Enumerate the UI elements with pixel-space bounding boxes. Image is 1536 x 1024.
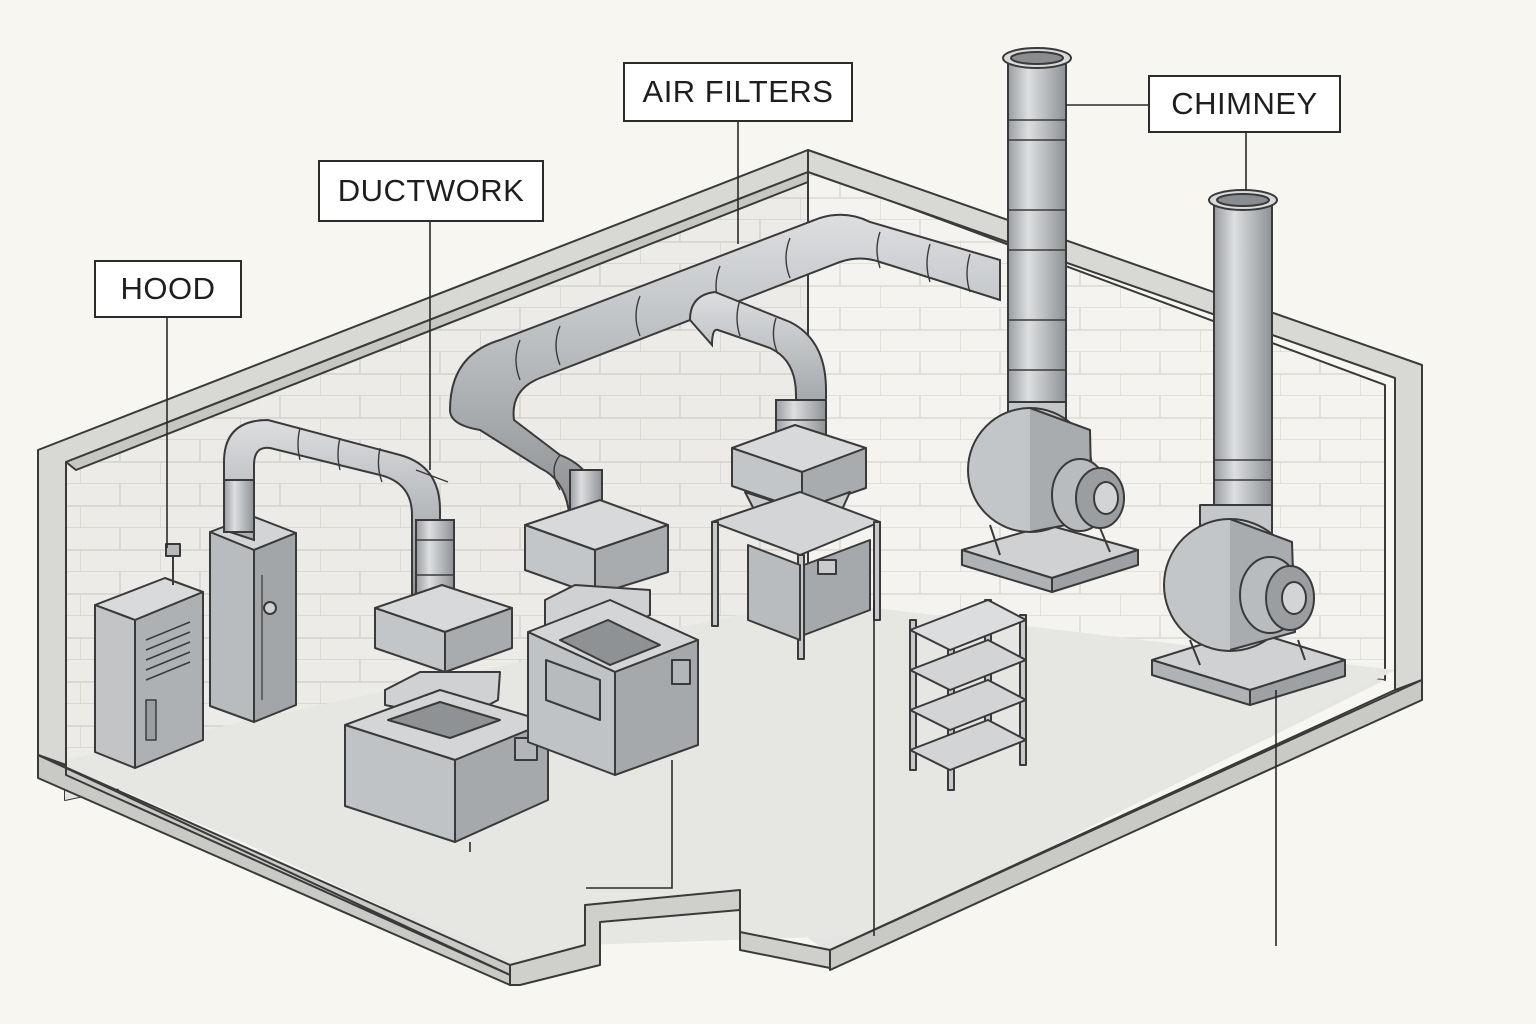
hood-callout: HOOD	[94, 260, 242, 318]
air-filters-callout: AIR FILTERS	[623, 62, 853, 122]
floor-slab-right	[829, 679, 1423, 971]
chimney-2	[1208, 189, 1278, 506]
chimney-callout: CHIMNEY	[1148, 75, 1341, 133]
hood-label: HOOD	[120, 271, 216, 306]
air-filters-label: AIR FILTERS	[642, 74, 834, 109]
control-locker	[209, 515, 297, 723]
hood-station-2	[524, 499, 699, 776]
floor-leader-1	[586, 760, 673, 889]
ductwork-label: DUCTWORK	[337, 173, 525, 208]
exhaust-fan-1	[961, 399, 1139, 593]
electrical-cabinet	[94, 543, 204, 769]
storage-shelf	[909, 599, 1027, 791]
chimney-label: CHIMNEY	[1171, 86, 1318, 121]
exhaust-fan-2	[1151, 504, 1346, 706]
duct-run-1	[223, 418, 455, 612]
hood-station-1	[344, 584, 549, 843]
chimney-1	[1002, 47, 1072, 403]
duct-run-2	[448, 213, 1001, 531]
filter-unit	[711, 424, 881, 660]
floor-slab-notch	[509, 889, 831, 986]
ductwork-callout: DUCTWORK	[318, 160, 544, 222]
leader-lines	[166, 104, 1277, 946]
